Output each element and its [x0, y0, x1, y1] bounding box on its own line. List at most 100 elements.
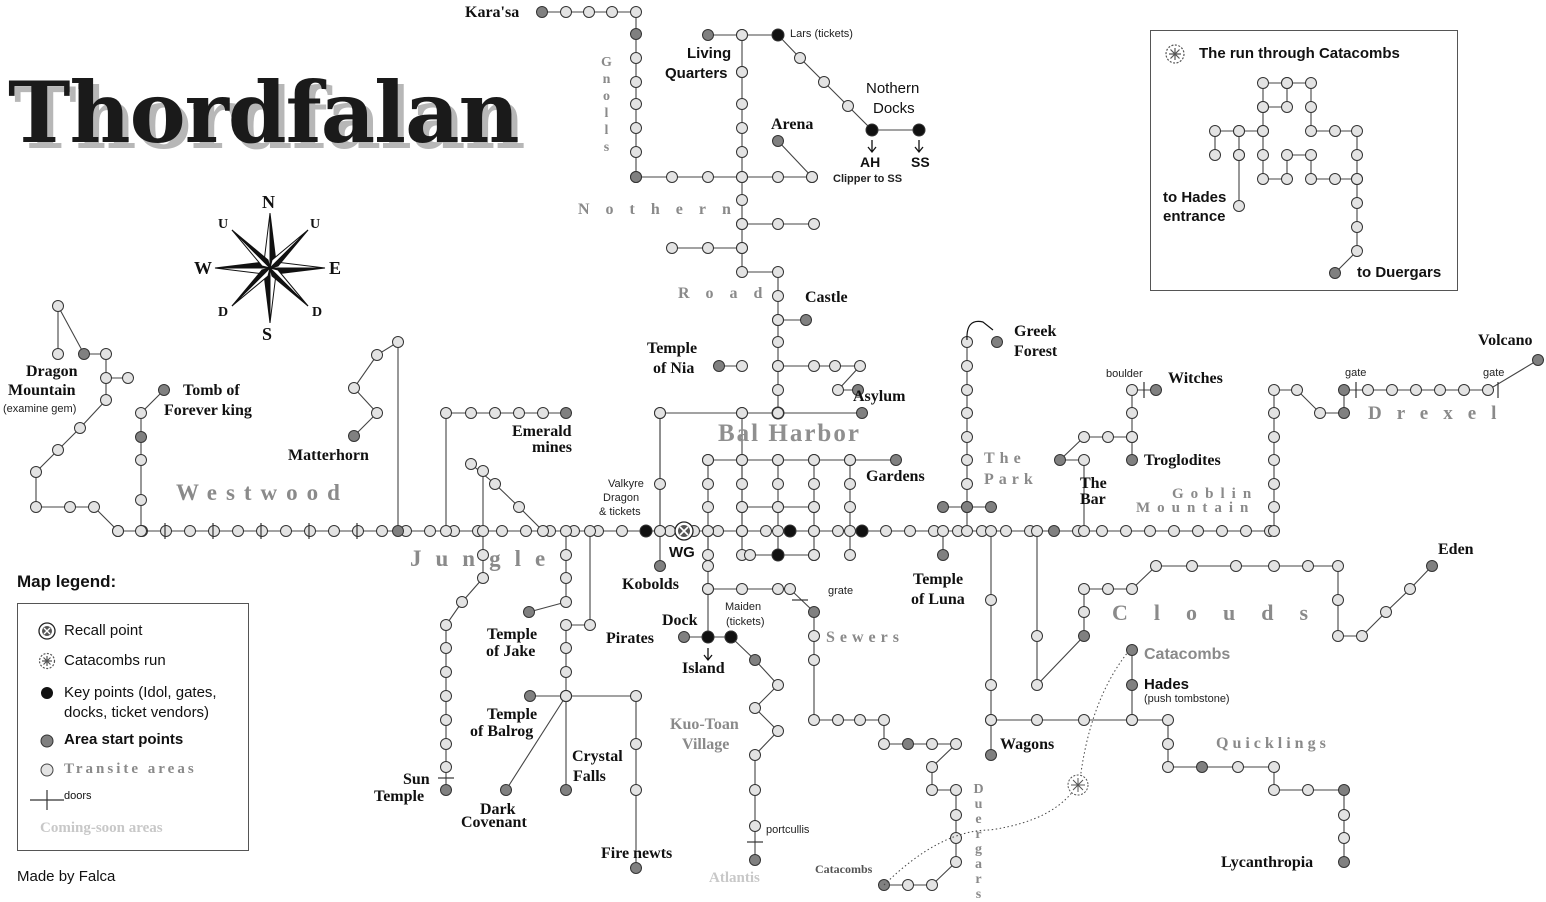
transit-node — [808, 360, 820, 372]
area-start-node — [630, 862, 642, 874]
legend-recall-label: Recall point — [64, 622, 143, 639]
transit-node — [74, 422, 86, 434]
region-catacombs: Catacombs — [1144, 646, 1231, 663]
label-kobolds: Kobolds — [622, 576, 679, 593]
transit-node — [666, 171, 678, 183]
transit-node — [630, 52, 642, 64]
transit-node — [1078, 714, 1090, 726]
label-temple-jake-2: of Jake — [486, 643, 536, 660]
region-sewers: Sewers — [826, 629, 904, 646]
transit-node — [772, 336, 784, 348]
transit-node — [135, 494, 147, 506]
compass-s: S — [262, 324, 273, 344]
transit-node — [1102, 583, 1114, 595]
transit-node — [1150, 560, 1162, 572]
area-start-node — [1126, 454, 1138, 466]
label-nothern-docks-2: Docks — [873, 100, 915, 117]
label-greek-1: Greek — [1014, 323, 1057, 340]
transit-node — [878, 714, 890, 726]
transit-node — [854, 714, 866, 726]
region-quicklings: Quicklings — [1216, 735, 1330, 752]
area-start-node — [749, 654, 761, 666]
region-clouds: Clouds — [1112, 600, 1335, 625]
transit-node — [440, 738, 452, 750]
transit-node — [844, 549, 856, 561]
map-title: Thordfalan — [8, 63, 520, 162]
inset-node — [1281, 77, 1293, 89]
transit-node — [1410, 384, 1422, 396]
transit-node — [1216, 525, 1228, 537]
label-matterhorn: Matterhorn — [288, 447, 369, 464]
transit-node — [736, 583, 748, 595]
label-maiden-2: (tickets) — [726, 616, 765, 628]
area-start-node — [985, 501, 997, 513]
area-start-node — [1338, 784, 1350, 796]
label-tomb-2: Forever king — [164, 402, 252, 419]
transit-icon — [40, 763, 54, 777]
label-lars: Lars (tickets) — [790, 28, 853, 40]
catacombs-dotted-path — [883, 651, 1129, 886]
transit-node — [926, 761, 938, 773]
inset-hades-label-1: to Hades — [1163, 189, 1227, 206]
label-living-1: Living — [687, 45, 732, 62]
inset-title: The run through Catacombs — [1199, 45, 1400, 62]
transit-node — [456, 596, 468, 608]
area-start-node — [902, 738, 914, 750]
transit-node — [702, 583, 714, 595]
area-start-node — [808, 606, 820, 618]
transit-node — [424, 525, 436, 537]
transit-node — [630, 98, 642, 110]
transit-node — [560, 572, 572, 584]
label-living-2: Quarters — [665, 65, 728, 82]
transit-node — [926, 738, 938, 750]
transit-node — [584, 619, 596, 631]
area-start-node — [713, 360, 725, 372]
key-point-node — [639, 524, 653, 538]
area-start-node — [1048, 525, 1060, 537]
label-gate-1: gate — [1345, 367, 1367, 379]
compass-sw: D — [218, 305, 229, 320]
area-start-node — [348, 430, 360, 442]
inset-node — [1281, 149, 1293, 161]
inset-hades-label-2: entrance — [1163, 208, 1226, 225]
area-start-node — [560, 784, 572, 796]
transit-node — [1268, 407, 1280, 419]
transit-node — [1144, 525, 1156, 537]
area-start-node — [135, 431, 147, 443]
transit-node — [736, 407, 748, 419]
label-pirates: Pirates — [606, 630, 654, 647]
transit-node — [1078, 606, 1090, 618]
area-start-node — [500, 784, 512, 796]
area-start-node — [536, 6, 548, 18]
legend-keypoints-label-1: Key points (Idol, gates, — [64, 684, 217, 701]
transit-node — [808, 218, 820, 230]
key-point-node — [701, 630, 715, 644]
transit-node — [926, 784, 938, 796]
transit-node — [902, 879, 914, 891]
inset-node — [1351, 149, 1363, 161]
transit-node — [52, 444, 64, 456]
transit-node — [985, 679, 997, 691]
transit-node — [1268, 478, 1280, 490]
transit-node — [736, 194, 748, 206]
label-valkyre-3: & tickets — [599, 506, 641, 518]
inset-node — [1351, 125, 1363, 137]
transit-node — [736, 171, 748, 183]
compass-rose — [214, 212, 326, 324]
transit-node — [736, 218, 748, 230]
label-ah: AH — [860, 154, 881, 170]
region-westwood: Westwood — [176, 480, 349, 505]
transit-node — [1078, 431, 1090, 443]
transit-node — [280, 525, 292, 537]
label-wagons: Wagons — [1000, 736, 1055, 753]
label-island: Island — [682, 660, 725, 677]
label-temple-luna-2: of Luna — [911, 591, 965, 608]
transit-node — [1126, 714, 1138, 726]
transit-node — [702, 454, 714, 466]
transit-node — [52, 300, 64, 312]
label-ss: SS — [911, 154, 930, 170]
transit-node — [1268, 525, 1280, 537]
label-crystal-2: Falls — [573, 768, 606, 785]
transit-node — [630, 6, 642, 18]
transit-node — [1356, 630, 1368, 642]
